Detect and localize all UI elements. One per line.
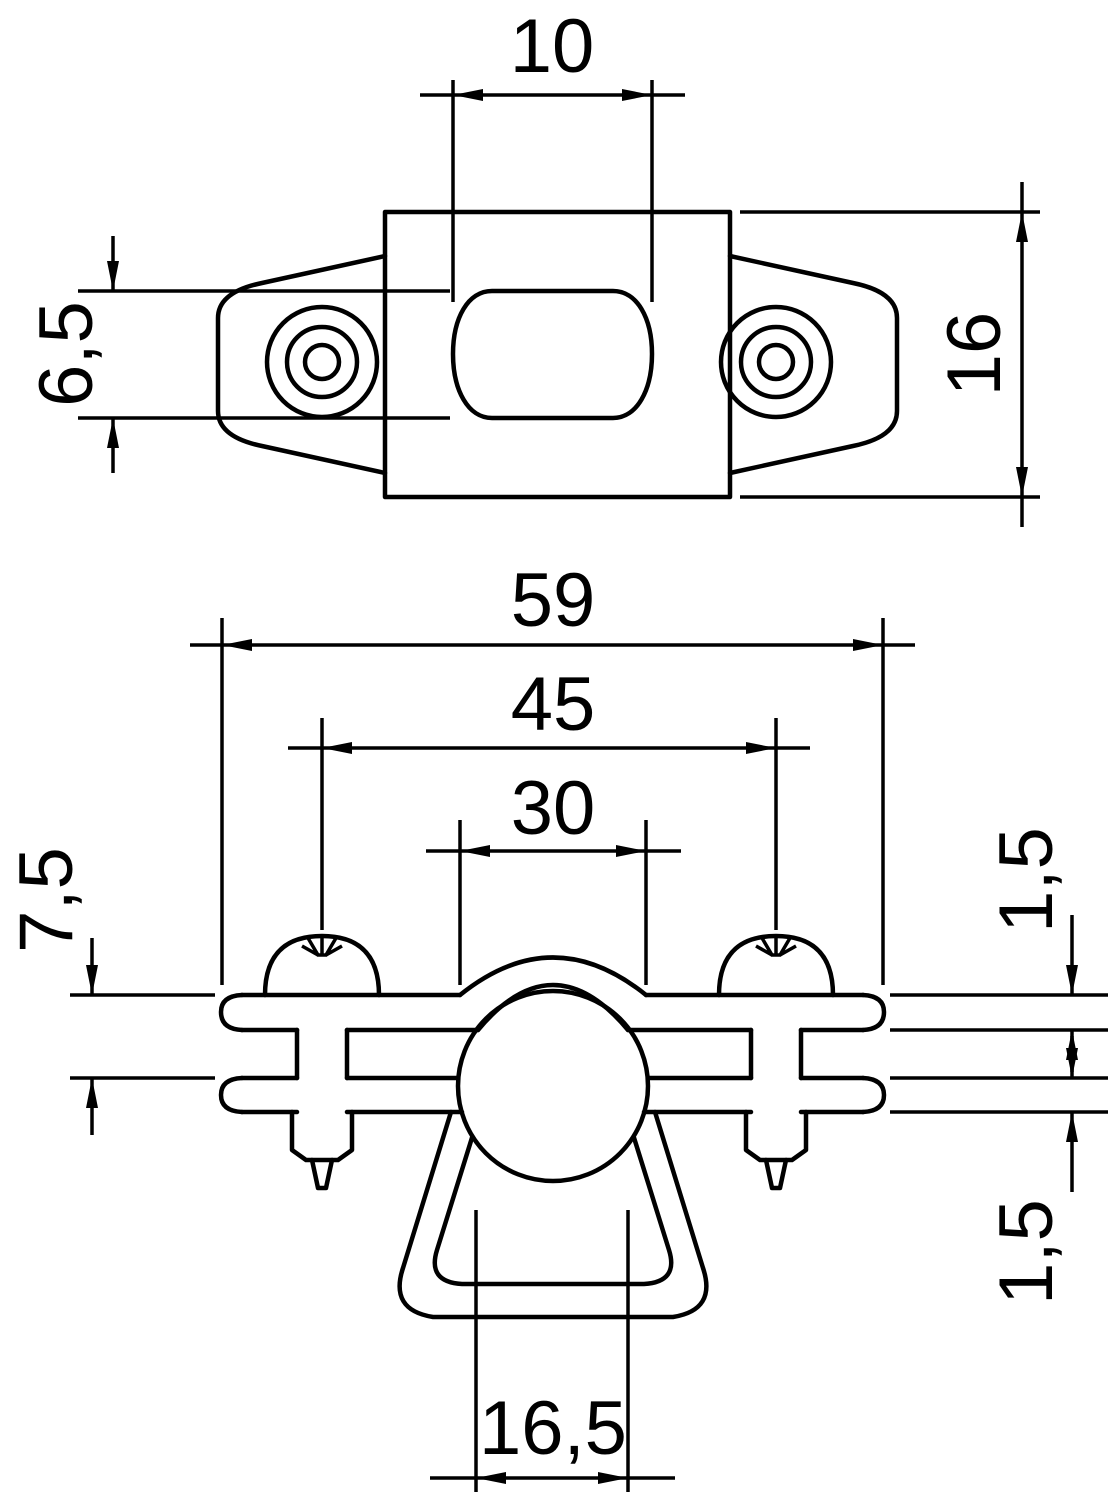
left-screw <box>262 933 382 1191</box>
strap-loop-outer <box>397 1109 709 1320</box>
extension-lines <box>740 210 1040 499</box>
left-screw-top-view <box>264 304 380 420</box>
screw-hole-circle <box>756 342 796 382</box>
dim-slot-width: 10 <box>420 4 685 302</box>
extension-lines <box>320 718 778 930</box>
extension-lines <box>78 289 450 420</box>
dim-label-slot-width: 10 <box>510 4 595 89</box>
right-flange-outline <box>727 253 900 476</box>
dim-label-body-height: 16 <box>932 312 1017 397</box>
dim-label-screw-spacing: 45 <box>511 662 596 747</box>
extension-lines <box>220 618 885 985</box>
pipe-circle <box>455 988 651 1184</box>
screw-head-mid-circle <box>284 324 360 400</box>
phillips-cross-icon <box>301 936 343 957</box>
strap-end-caps <box>218 992 887 1033</box>
bar-end-caps <box>218 1075 887 1115</box>
front-view: 59 45 30 7,5 1,5 <box>4 558 1108 1492</box>
extension-lines <box>70 993 215 1080</box>
center-slot-outline <box>450 288 655 421</box>
screw-tip-cone <box>309 1157 335 1191</box>
extension-lines <box>474 1210 630 1492</box>
dim-label-overall-width: 59 <box>511 558 596 643</box>
screw-nut <box>289 1109 355 1163</box>
left-flange-outline <box>215 253 388 476</box>
screw-nut <box>743 1109 809 1163</box>
right-screw-top-view <box>718 304 834 420</box>
dim-label-side-height: 7,5 <box>4 847 89 953</box>
dim-overall-width: 59 <box>190 558 915 985</box>
phillips-cross-icon <box>755 936 797 957</box>
screw-shaft <box>294 1027 350 1081</box>
arrowheads <box>86 965 98 1108</box>
saddle-inner-arc <box>475 982 631 1033</box>
dim-loop-width: 16,5 <box>430 1210 675 1492</box>
dim-saddle-width: 30 <box>426 766 681 985</box>
strap-loop-inner <box>432 1109 674 1287</box>
dim-lower-strap-thickness: 1,5 <box>890 1036 1108 1305</box>
dim-label-saddle-width: 30 <box>511 766 596 851</box>
dim-label-upper-strap-thickness: 1,5 <box>984 827 1069 933</box>
dim-body-height: 16 <box>740 182 1040 527</box>
screw-hole-circle <box>302 342 342 382</box>
screw-head-mid-circle <box>738 324 814 400</box>
top-view: 10 6,5 16 <box>24 4 1040 527</box>
dim-side-height: 7,5 <box>4 847 215 1135</box>
dim-slot-height: 6,5 <box>24 236 450 473</box>
lower-bar <box>218 1075 887 1115</box>
screw-tip-cone <box>763 1157 789 1191</box>
screw-head-outer-circle <box>718 304 834 420</box>
extension-lines <box>890 1076 1108 1114</box>
upper-strap <box>218 955 887 1033</box>
screw-shaft <box>748 1027 804 1081</box>
dim-label-loop-width: 16,5 <box>479 1386 627 1471</box>
extension-lines <box>458 820 648 985</box>
dim-label-lower-strap-thickness: 1,5 <box>984 1199 1069 1305</box>
extension-lines <box>890 993 1108 1032</box>
dim-upper-strap-thickness: 1,5 <box>890 827 1108 1072</box>
right-screw <box>716 933 836 1191</box>
saddle-outer-arc <box>457 955 649 998</box>
screw-head-outer-circle <box>264 304 380 420</box>
arrowheads <box>1066 1048 1078 1142</box>
extension-lines <box>451 80 654 302</box>
dim-label-slot-height: 6,5 <box>24 301 109 407</box>
arrowheads <box>1016 212 1028 497</box>
body-outline <box>382 209 733 500</box>
dim-screw-spacing: 45 <box>288 662 810 930</box>
